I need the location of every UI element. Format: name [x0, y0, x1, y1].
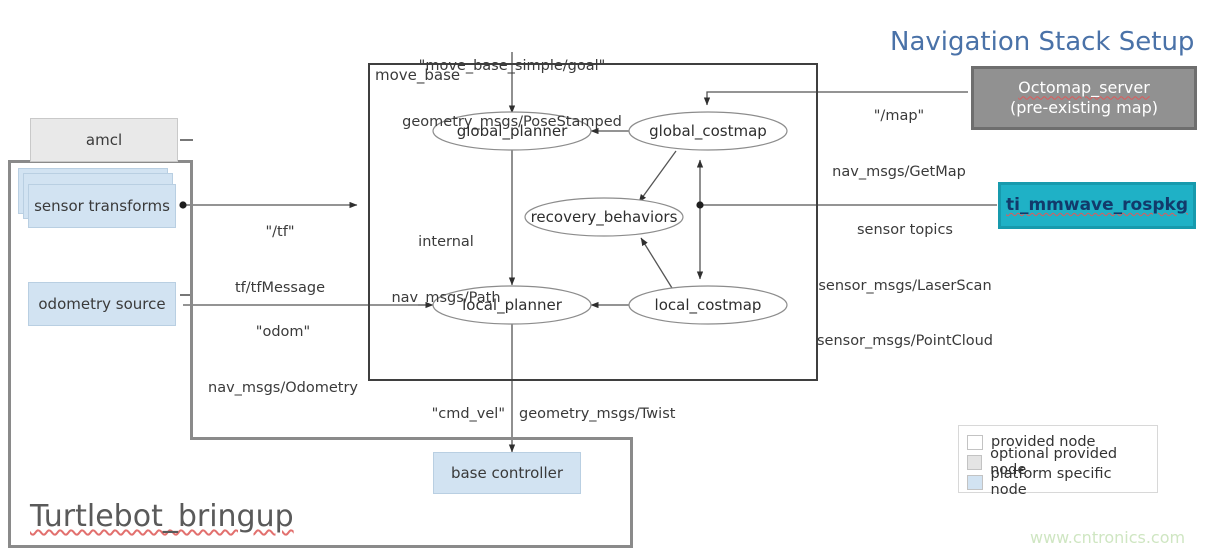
node-octomap-server-sublabel: (pre-existing map) [1010, 98, 1158, 117]
edge-label-tf-line1: "/tf" [265, 224, 295, 241]
edge-label-cmd-vel-topic: "cmd_vel" [431, 406, 505, 422]
edge-label-tf: "/tf" tf/tfMessage [205, 186, 355, 334]
node-amcl-label: amcl [85, 130, 123, 149]
node-ti-mmwave-rospkg[interactable]: ti_mmwave_rospkg [998, 182, 1196, 229]
edge-label-internal-line2: nav_msgs/Path [391, 289, 501, 306]
label-local-costmap: local_costmap [654, 296, 762, 314]
label-global-costmap: global_costmap [649, 122, 767, 140]
page-title: Navigation Stack Setup [890, 27, 1195, 57]
node-octomap-server[interactable]: Octomap_server (pre-existing map) [971, 66, 1197, 130]
edge-label-goal-line1: "move_base_simple/goal" [418, 58, 606, 75]
edge-label-odom-line2: nav_msgs/Odometry [208, 379, 358, 396]
edge-label-map-line1: "/map" [873, 108, 925, 125]
node-octomap-server-label: Octomap_server [1018, 78, 1150, 98]
legend-label-platform: platform specific node [990, 466, 1112, 498]
edge-label-sensors-line2: sensor_msgs/LaserScan [818, 277, 992, 294]
node-ti-mmwave-rospkg-label: ti_mmwave_rospkg [1006, 195, 1188, 216]
label-global-planner: global_planner [456, 122, 568, 140]
edge-label-tf-line2: tf/tfMessage [234, 279, 326, 296]
bringup-label-text: Turtlebot_bringup [30, 499, 294, 534]
edge-label-odom: "odom" nav_msgs/Odometry [198, 286, 368, 434]
turtlebot-bringup-seam [8, 545, 193, 548]
node-odometry-source-label: odometry source [38, 294, 166, 313]
node-base-controller-label: base controller [450, 463, 564, 482]
legend-swatch-platform [967, 474, 983, 490]
legend-label-provided: provided node [991, 434, 1096, 450]
node-sensor-transforms-label: sensor transforms [34, 196, 170, 215]
move-base-frame [368, 63, 818, 381]
node-amcl[interactable]: amcl [30, 118, 178, 162]
legend-item-platform: platform specific node [967, 466, 1147, 498]
edge-label-sensor-topics: sensor topics sensor_msgs/LaserScan sens… [810, 184, 1000, 388]
node-odometry-source[interactable]: odometry source [28, 282, 176, 326]
watermark: www.cntronics.com [1030, 528, 1186, 547]
edge-label-sensors-line3: sensor_msgs/PointCloud [816, 333, 994, 350]
edge-label-cmd-vel-type: geometry_msgs/Twist [519, 406, 676, 422]
legend-item-optional: optional provided node [967, 446, 1147, 478]
edge-label-map: "/map" nav_msgs/GetMap [826, 70, 972, 218]
label-recovery-behaviors: recovery_behaviors [530, 208, 678, 226]
turtlebot-bringup-frame-bottom [190, 437, 633, 548]
legend-label-optional: optional provided node [990, 446, 1118, 478]
edge-label-goal: "move_base_simple/goal" geometry_msgs/Po… [362, 20, 662, 168]
legend-item-provided: provided node [967, 432, 1147, 452]
legend-swatch-optional [967, 454, 983, 470]
edge-label-odom-line1: "odom" [255, 324, 311, 341]
node-sensor-transforms[interactable]: sensor transforms [28, 184, 176, 228]
legend-swatch-provided [967, 434, 983, 450]
node-base-controller[interactable]: base controller [433, 452, 581, 494]
edge-label-internal: internal nav_msgs/Path [385, 196, 507, 344]
legend: provided node optional provided node pla… [958, 425, 1158, 498]
edge-label-sensors-line1: sensor topics [857, 222, 953, 239]
turtlebot-bringup-title: Turtlebot_bringup [30, 499, 294, 534]
label-local-planner: local_planner [462, 296, 562, 314]
turtlebot-bringup-rail [190, 160, 193, 440]
edge-label-internal-line1: internal [418, 234, 474, 251]
move-base-title: move_base [375, 66, 461, 84]
edge-label-map-line2: nav_msgs/GetMap [832, 163, 966, 180]
edge-label-goal-line2: geometry_msgs/PoseStamped [402, 113, 622, 130]
